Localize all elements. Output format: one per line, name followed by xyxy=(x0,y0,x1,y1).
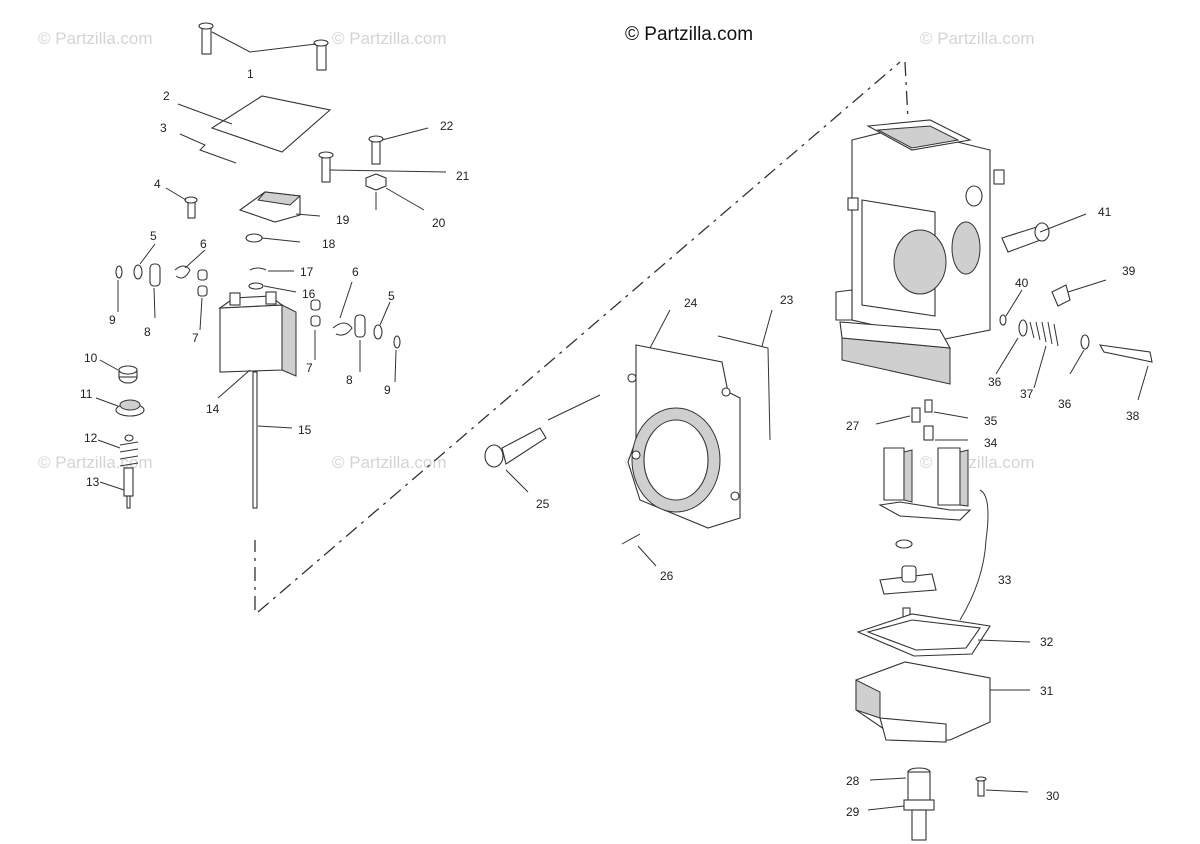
callout-14: 14 xyxy=(206,402,220,416)
callout-37: 37 xyxy=(1020,387,1034,401)
callout-33: 33 xyxy=(998,573,1012,587)
callout-9: 9 xyxy=(109,313,116,327)
callout-18: 18 xyxy=(322,237,336,251)
callout-11: 11 xyxy=(80,387,93,401)
callout-10: 10 xyxy=(84,351,98,365)
callout-19: 19 xyxy=(336,213,350,227)
spring-part-37 xyxy=(995,319,1090,389)
callout-5b: 5 xyxy=(388,289,395,303)
callout-1: 1 xyxy=(247,67,254,81)
bracket-part-19 xyxy=(238,191,321,223)
callout-24: 24 xyxy=(684,296,698,310)
callout-16: 16 xyxy=(302,287,316,301)
callout-30: 30 xyxy=(1046,789,1060,803)
callout-31: 31 xyxy=(1040,684,1054,698)
callout-36b: 36 xyxy=(1058,397,1072,411)
screw-part-1 xyxy=(198,22,329,71)
screw-part-25 xyxy=(484,394,601,493)
assembly-centerline xyxy=(254,61,909,613)
callout-4: 4 xyxy=(154,177,161,191)
gasket-part-23 xyxy=(717,309,773,441)
fitting-part-41 xyxy=(1001,213,1087,253)
callout-39: 39 xyxy=(1122,264,1136,278)
jets-part-27-34-35 xyxy=(875,399,969,441)
callout-6: 6 xyxy=(200,237,207,251)
float-part-33 xyxy=(878,447,989,623)
screw-part-4 xyxy=(165,187,198,219)
callout-35: 35 xyxy=(984,414,998,428)
float-bowl-part-31 xyxy=(855,661,1030,743)
callout-32: 32 xyxy=(1040,635,1054,649)
intake-flange-part-24 xyxy=(627,309,741,529)
watermark: © Partzilla.com xyxy=(38,453,153,472)
spring-needle-part-12-13 xyxy=(97,434,139,509)
callout-8: 8 xyxy=(144,325,151,339)
nut-part-20 xyxy=(365,173,425,211)
screw-part-22 xyxy=(368,127,429,165)
callout-36: 36 xyxy=(988,375,1002,389)
callout-28: 28 xyxy=(846,774,860,788)
callout-2: 2 xyxy=(163,89,170,103)
callout-15: 15 xyxy=(298,423,312,437)
callout-3: 3 xyxy=(160,121,167,135)
clip-part-18 xyxy=(245,233,301,243)
callout-9b: 9 xyxy=(384,383,391,397)
cover-plate-part-2 xyxy=(177,95,332,153)
callout-23: 23 xyxy=(780,293,794,307)
callout-40: 40 xyxy=(1015,276,1029,290)
rod-part-15 xyxy=(252,371,293,509)
callout-26: 26 xyxy=(660,569,674,583)
callout-29: 29 xyxy=(846,805,860,819)
callout-12: 12 xyxy=(84,431,98,445)
needle-part-38 xyxy=(1098,344,1153,401)
callout-5: 5 xyxy=(150,229,157,243)
screw-part-30 xyxy=(975,776,1029,797)
callout-27: 27 xyxy=(846,419,860,433)
callout-7: 7 xyxy=(192,331,199,345)
watermark: © Partzilla.com xyxy=(38,29,153,48)
carburetor-body xyxy=(835,119,1005,385)
screw-part-21 xyxy=(318,151,447,183)
ring-part-16 xyxy=(248,282,297,293)
callout-38: 38 xyxy=(1126,409,1140,423)
callout-8b: 8 xyxy=(346,373,353,387)
gasket-part-32 xyxy=(856,613,1031,657)
callout-13: 13 xyxy=(86,475,100,489)
pin-part-26 xyxy=(621,533,657,567)
fitting-part-11 xyxy=(95,397,145,417)
watermark: © Partzilla.com xyxy=(332,29,447,48)
callout-7b: 7 xyxy=(306,361,313,375)
small-parts-left xyxy=(115,243,208,331)
float-block-part-14 xyxy=(217,291,297,399)
callout-21: 21 xyxy=(456,169,470,183)
nut-part-10 xyxy=(99,359,138,384)
small-parts-right xyxy=(310,281,401,383)
watermark: © Partzilla.com xyxy=(920,453,1035,472)
watermark: © Partzilla.com xyxy=(332,453,447,472)
callout-20: 20 xyxy=(432,216,446,230)
drain-fitting-part-28-29 xyxy=(867,767,935,841)
callout-22: 22 xyxy=(440,119,454,133)
callout-25: 25 xyxy=(536,497,550,511)
watermark: © Partzilla.com xyxy=(920,29,1035,48)
callout-17: 17 xyxy=(300,265,314,279)
callout-41: 41 xyxy=(1098,205,1112,219)
pin-part-17 xyxy=(249,267,294,272)
cap-part-39 xyxy=(1051,279,1107,307)
clip-part-3 xyxy=(179,133,237,164)
copyright-text: © Partzilla.com xyxy=(625,24,754,45)
washer-part-40 xyxy=(999,289,1023,326)
callout-34: 34 xyxy=(984,436,998,450)
callout-6b: 6 xyxy=(352,265,359,279)
